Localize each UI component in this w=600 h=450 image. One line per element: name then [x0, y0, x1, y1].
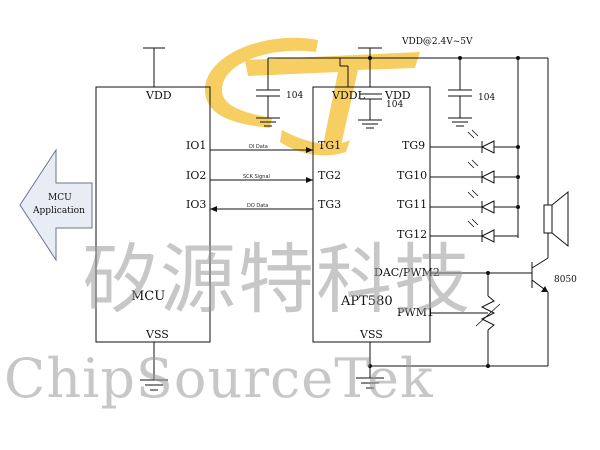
- mcu-vss-label: VSS: [145, 328, 169, 341]
- capacitor-1-value: 104: [286, 91, 303, 101]
- io3-signal-line: DO Data: [210, 203, 313, 212]
- vdd-range-label: VDD@2.4V~5V: [401, 37, 473, 47]
- led-tg11: [430, 189, 520, 214]
- apt-tg3-label: TG3: [318, 198, 341, 211]
- capacitor-2: 104: [339, 58, 403, 129]
- capacitor-2-value: 104: [386, 100, 403, 110]
- apt-tg12-label: TG12: [397, 228, 427, 241]
- io2-signal-line: SCK Signal: [210, 174, 313, 183]
- capacitor-3-value: 104: [478, 93, 495, 103]
- transistor-label: 8050: [554, 275, 577, 285]
- mcu-vdd-supply: [143, 47, 165, 87]
- mcu-io3-label: IO3: [186, 198, 206, 211]
- led-tg10: [430, 159, 520, 184]
- mcu-application-arrow: MCU Application: [19, 148, 93, 262]
- apt-pwm1-label: PWM1: [397, 306, 434, 319]
- apt-tg9-label: TG9: [402, 139, 425, 152]
- apt580-chip-name: APT580: [340, 294, 393, 309]
- mcu-application-line2: Application: [32, 206, 85, 216]
- apt-vss-label: VSS: [359, 328, 383, 341]
- io1-signal-line: DI Data: [210, 144, 313, 153]
- io1-signal-label: DI Data: [249, 144, 268, 150]
- mcu-ground-symbol: [140, 342, 168, 391]
- apt-tg2-label: TG2: [318, 169, 341, 182]
- mcu-application-line1: MCU: [48, 193, 72, 203]
- apt-tg1-label: TG1: [318, 139, 341, 152]
- apt580-chip-body: [312, 86, 431, 343]
- mcu-chip-body: [95, 86, 211, 343]
- mcu-io2-label: IO2: [186, 169, 206, 182]
- apt-ground-symbol: [356, 342, 548, 389]
- speaker-icon: [518, 57, 569, 258]
- english-watermark: ChipSourceTek: [4, 347, 434, 410]
- mcu-io1-label: IO1: [186, 139, 206, 152]
- apt-vdd-label: VDD: [384, 89, 411, 102]
- led-tg12: [430, 218, 518, 243]
- mcu-chip-name: MCU: [131, 289, 165, 304]
- pwm1-resistor: [430, 271, 501, 366]
- apt-vddl-label: VDDL: [331, 89, 366, 102]
- chinese-watermark: 矽源特科技: [82, 235, 472, 324]
- apt-dac-label: DAC/PWM2: [374, 266, 440, 279]
- apt-tg11-label: TG11: [397, 198, 427, 211]
- apt-tg10-label: TG10: [397, 169, 427, 182]
- io3-signal-label: DO Data: [247, 203, 268, 209]
- capacitor-1: 104: [256, 58, 303, 127]
- mcu-vdd-label: VDD: [145, 89, 172, 102]
- led-tg9: [430, 129, 520, 154]
- transistor-8050: 8050: [430, 257, 577, 366]
- capacitor-3: 104: [448, 58, 495, 127]
- io2-signal-label: SCK Signal: [243, 174, 270, 180]
- logo-watermark: [205, 37, 420, 156]
